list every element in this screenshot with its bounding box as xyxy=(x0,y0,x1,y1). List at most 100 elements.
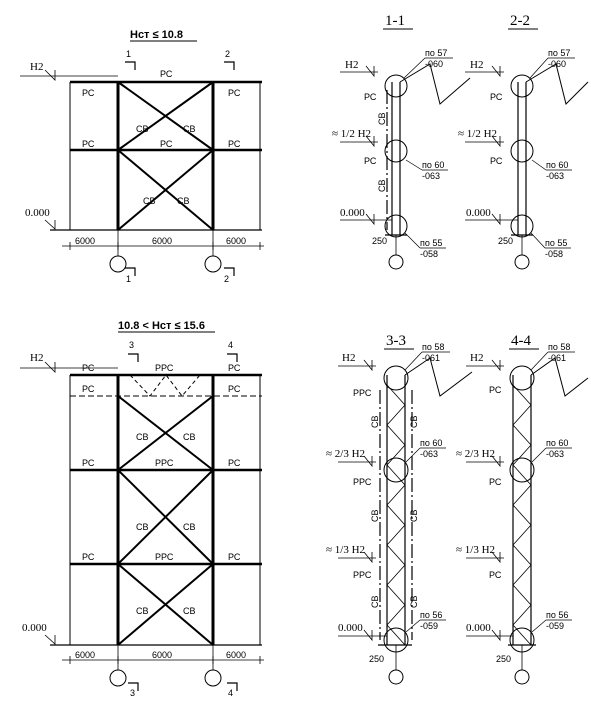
svg-text:2: 2 xyxy=(225,49,230,59)
svg-text:РС: РС xyxy=(228,384,241,394)
svg-text:РС: РС xyxy=(489,385,502,395)
svg-text:РС: РС xyxy=(82,552,95,562)
svg-text:РС: РС xyxy=(228,88,241,98)
svg-text:H2: H2 xyxy=(470,59,483,71)
svg-text:-063: -063 xyxy=(546,171,564,181)
svg-text:по 56: по 56 xyxy=(420,610,442,620)
svg-text:СВ: СВ xyxy=(136,606,149,616)
svg-text:-060: -060 xyxy=(548,59,566,69)
svg-text:РРС: РРС xyxy=(353,388,372,398)
svg-text:по 55: по 55 xyxy=(420,238,442,248)
svg-text:РС: РС xyxy=(228,139,241,149)
svg-text:РРС: РРС xyxy=(155,552,174,562)
svg-text:H2: H2 xyxy=(30,352,43,364)
svg-text:6000: 6000 xyxy=(152,236,172,246)
svg-text:0.000: 0.000 xyxy=(22,622,47,634)
svg-text:по 60: по 60 xyxy=(546,160,568,170)
svg-text:СВ: СВ xyxy=(409,415,419,428)
frame-bottom-title: 10.8 < Hст ≤ 15.6 xyxy=(118,320,205,332)
level-zero-label: 0.000 xyxy=(25,207,50,219)
svg-text:-063: -063 xyxy=(420,449,438,459)
svg-text:H2: H2 xyxy=(342,352,355,364)
svg-text:4-4: 4-4 xyxy=(511,333,531,349)
frame-top: Hст ≤ 10.8 H2 0.000 РС РС РС РС РС РС СВ… xyxy=(20,29,264,284)
svg-text:РС: РС xyxy=(82,363,95,373)
svg-text:РС: РС xyxy=(160,69,173,79)
svg-text:СВ: СВ xyxy=(183,432,196,442)
svg-text:по 58: по 58 xyxy=(422,342,444,352)
svg-text:РС: РС xyxy=(489,477,502,487)
svg-text:РС: РС xyxy=(490,92,503,102)
svg-text:по 60: по 60 xyxy=(420,438,442,448)
svg-text:1-1: 1-1 xyxy=(385,13,405,29)
svg-text:СВ: СВ xyxy=(377,112,387,125)
svg-text:≈ 2/3 H2: ≈ 2/3 H2 xyxy=(326,448,365,460)
svg-text:6000: 6000 xyxy=(75,236,95,246)
svg-text:СВ: СВ xyxy=(143,196,156,206)
svg-text:СВ: СВ xyxy=(377,179,387,192)
svg-text:РС: РС xyxy=(364,92,377,102)
svg-text:≈ 1/3 H2: ≈ 1/3 H2 xyxy=(456,544,495,556)
svg-text:6000: 6000 xyxy=(226,650,246,660)
svg-text:0.000: 0.000 xyxy=(466,207,491,219)
svg-text:СВ: СВ xyxy=(370,415,380,428)
svg-text:-059: -059 xyxy=(420,621,438,631)
svg-text:СВ: СВ xyxy=(370,595,380,608)
svg-text:≈ 1/2 H2: ≈ 1/2 H2 xyxy=(458,128,497,140)
svg-text:СВ: СВ xyxy=(136,124,149,134)
svg-text:0.000: 0.000 xyxy=(340,207,365,219)
svg-text:по 57: по 57 xyxy=(548,48,570,58)
svg-text:по 57: по 57 xyxy=(425,48,447,58)
svg-text:РРС: РРС xyxy=(155,363,174,373)
svg-text:-060: -060 xyxy=(425,59,443,69)
level-h2-label: H2 xyxy=(30,61,43,73)
svg-text:РС: РС xyxy=(228,363,241,373)
svg-text:2: 2 xyxy=(224,274,229,284)
svg-text:-061: -061 xyxy=(422,353,440,363)
svg-text:6000: 6000 xyxy=(75,650,95,660)
section-2-2: 2-2 H2 ≈ 1/2 H2 0.000 РС РС по 57 -060 п… xyxy=(458,13,589,270)
svg-text:H2: H2 xyxy=(470,352,483,364)
frame-bottom: 10.8 < Hст ≤ 15.6 H2 0.000 РС РРС РС РС xyxy=(20,320,264,698)
svg-text:-063: -063 xyxy=(546,449,564,459)
svg-text:4: 4 xyxy=(228,688,233,698)
svg-text:СВ: СВ xyxy=(183,522,196,532)
svg-text:6000: 6000 xyxy=(226,236,246,246)
svg-text:РС: РС xyxy=(489,570,502,580)
svg-text:РС: РС xyxy=(490,156,503,166)
svg-text:РС: РС xyxy=(228,552,241,562)
svg-text:1: 1 xyxy=(126,274,131,284)
svg-text:РС: РС xyxy=(228,458,241,468)
svg-text:РРС: РРС xyxy=(353,477,372,487)
svg-text:СВ: СВ xyxy=(177,196,190,206)
svg-text:по 58: по 58 xyxy=(548,342,570,352)
svg-text:СВ: СВ xyxy=(370,509,380,522)
svg-text:РС: РС xyxy=(82,139,95,149)
svg-text:РС: РС xyxy=(82,458,95,468)
svg-text:СВ: СВ xyxy=(136,522,149,532)
svg-text:по 55: по 55 xyxy=(545,238,567,248)
svg-text:≈ 2/3 H2: ≈ 2/3 H2 xyxy=(456,448,495,460)
svg-text:250: 250 xyxy=(372,236,387,246)
svg-text:РС: РС xyxy=(364,156,377,166)
svg-text:СВ: СВ xyxy=(136,432,149,442)
svg-text:0.000: 0.000 xyxy=(466,622,491,634)
svg-text:2-2: 2-2 xyxy=(510,13,530,29)
svg-text:-059: -059 xyxy=(546,621,564,631)
svg-text:-058: -058 xyxy=(545,249,563,259)
svg-text:РС: РС xyxy=(82,384,95,394)
svg-text:по 60: по 60 xyxy=(546,438,568,448)
section-3-3: 3-3 H2 ≈ 2/3 H2 ≈ 1/3 H2 0.000 РРС РРС Р… xyxy=(326,333,473,685)
svg-text:СВ: СВ xyxy=(409,509,419,522)
svg-text:РРС: РРС xyxy=(155,458,174,468)
svg-text:250: 250 xyxy=(369,654,384,664)
section-1-1: 1-1 H2 ≈ 1/2 H2 0.000 РС РС СВ СВ по 57 xyxy=(332,13,471,270)
svg-text:3: 3 xyxy=(130,688,135,698)
svg-text:4: 4 xyxy=(228,340,233,350)
svg-text:РРС: РРС xyxy=(353,570,372,580)
svg-text:250: 250 xyxy=(496,654,511,664)
svg-text:СВ: СВ xyxy=(409,595,419,608)
svg-text:СВ: СВ xyxy=(183,124,196,134)
svg-text:0.000: 0.000 xyxy=(338,622,363,634)
